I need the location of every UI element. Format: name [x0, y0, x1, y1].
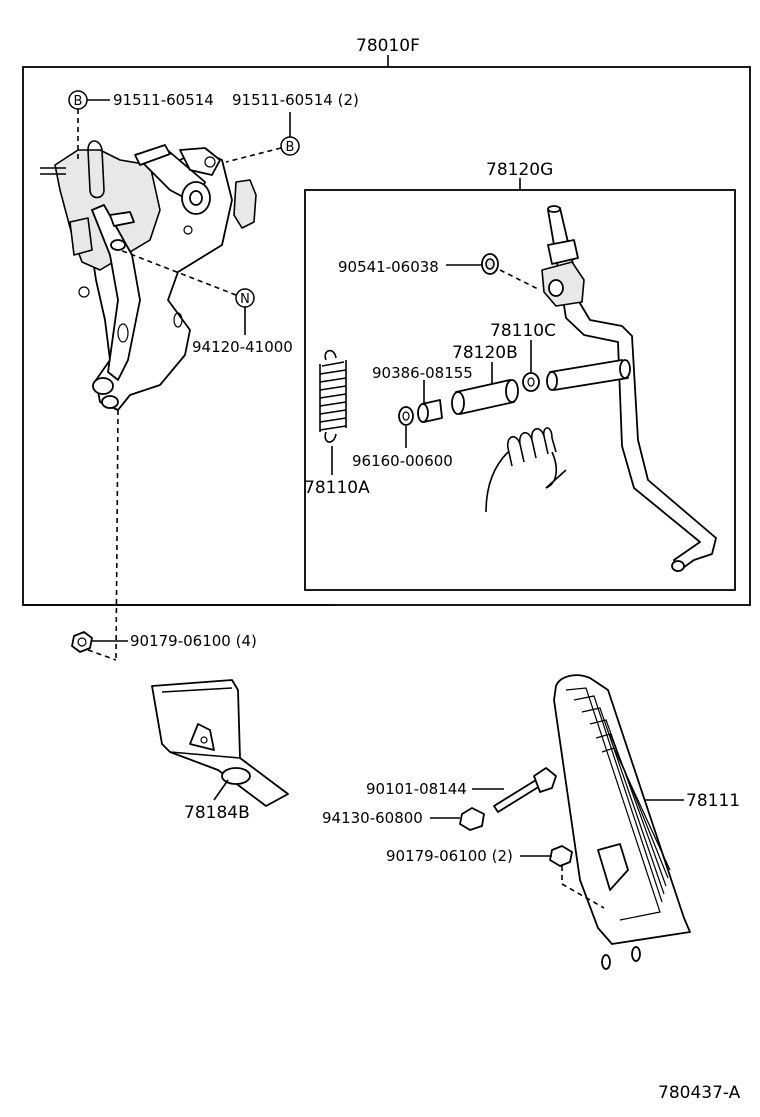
label-spring-a: 78110A — [304, 478, 370, 498]
label-bracket: 78184B — [184, 803, 250, 823]
nut-94130 — [459, 807, 485, 831]
pedal-pad-78111 — [553, 674, 691, 970]
label-bushing-b: 78120B — [452, 343, 518, 363]
torsion-spring — [485, 427, 567, 513]
label-subassembly: 78120G — [486, 160, 553, 180]
marker-n: N — [235, 288, 255, 308]
bushing-78110c — [522, 372, 540, 392]
label-clip: 90541-06038 — [338, 258, 439, 276]
washer-96160 — [398, 406, 414, 426]
marker-b-left: B — [68, 90, 88, 110]
label-pedal: 78111 — [686, 791, 740, 811]
label-bolt-stop: 90101-08144 — [366, 780, 467, 798]
pedal-bracket-assembly — [40, 140, 257, 411]
label-bolt-b-left: 91511-60514 — [113, 91, 214, 109]
label-bolt-b-right: 91511-60514 (2) — [232, 91, 359, 109]
nut-90179-2 — [549, 845, 573, 867]
figure-id: 780437-A — [658, 1083, 741, 1103]
subassembly-frame — [304, 189, 736, 591]
nut-90179-4 — [71, 631, 93, 653]
pivot-shaft — [546, 359, 631, 391]
label-assembly: 78010F — [356, 36, 420, 56]
label-nut-n: 94120-41000 — [192, 338, 293, 356]
spring-78110a — [319, 349, 347, 443]
bushing-78120b — [451, 379, 519, 415]
clip-90541 — [481, 253, 499, 275]
label-washer: 96160-00600 — [352, 452, 453, 470]
collar-90386 — [417, 399, 443, 423]
marker-b-left-label: B — [74, 94, 83, 109]
label-nut-stop: 94130-60800 — [322, 809, 423, 827]
pedal-rod — [541, 205, 717, 572]
assembly-frame — [22, 66, 751, 606]
label-nut-4: 90179-06100 (4) — [130, 632, 257, 650]
label-bushing-c: 78110C — [490, 321, 556, 341]
label-nut-2: 90179-06100 (2) — [386, 847, 513, 865]
label-collar: 90386-08155 — [372, 364, 473, 382]
marker-b-right: B — [280, 136, 300, 156]
marker-b-right-label: B — [286, 140, 295, 155]
bolt-90101 — [493, 767, 557, 813]
bracket-78184b — [151, 679, 289, 807]
marker-n-label: N — [240, 292, 250, 307]
